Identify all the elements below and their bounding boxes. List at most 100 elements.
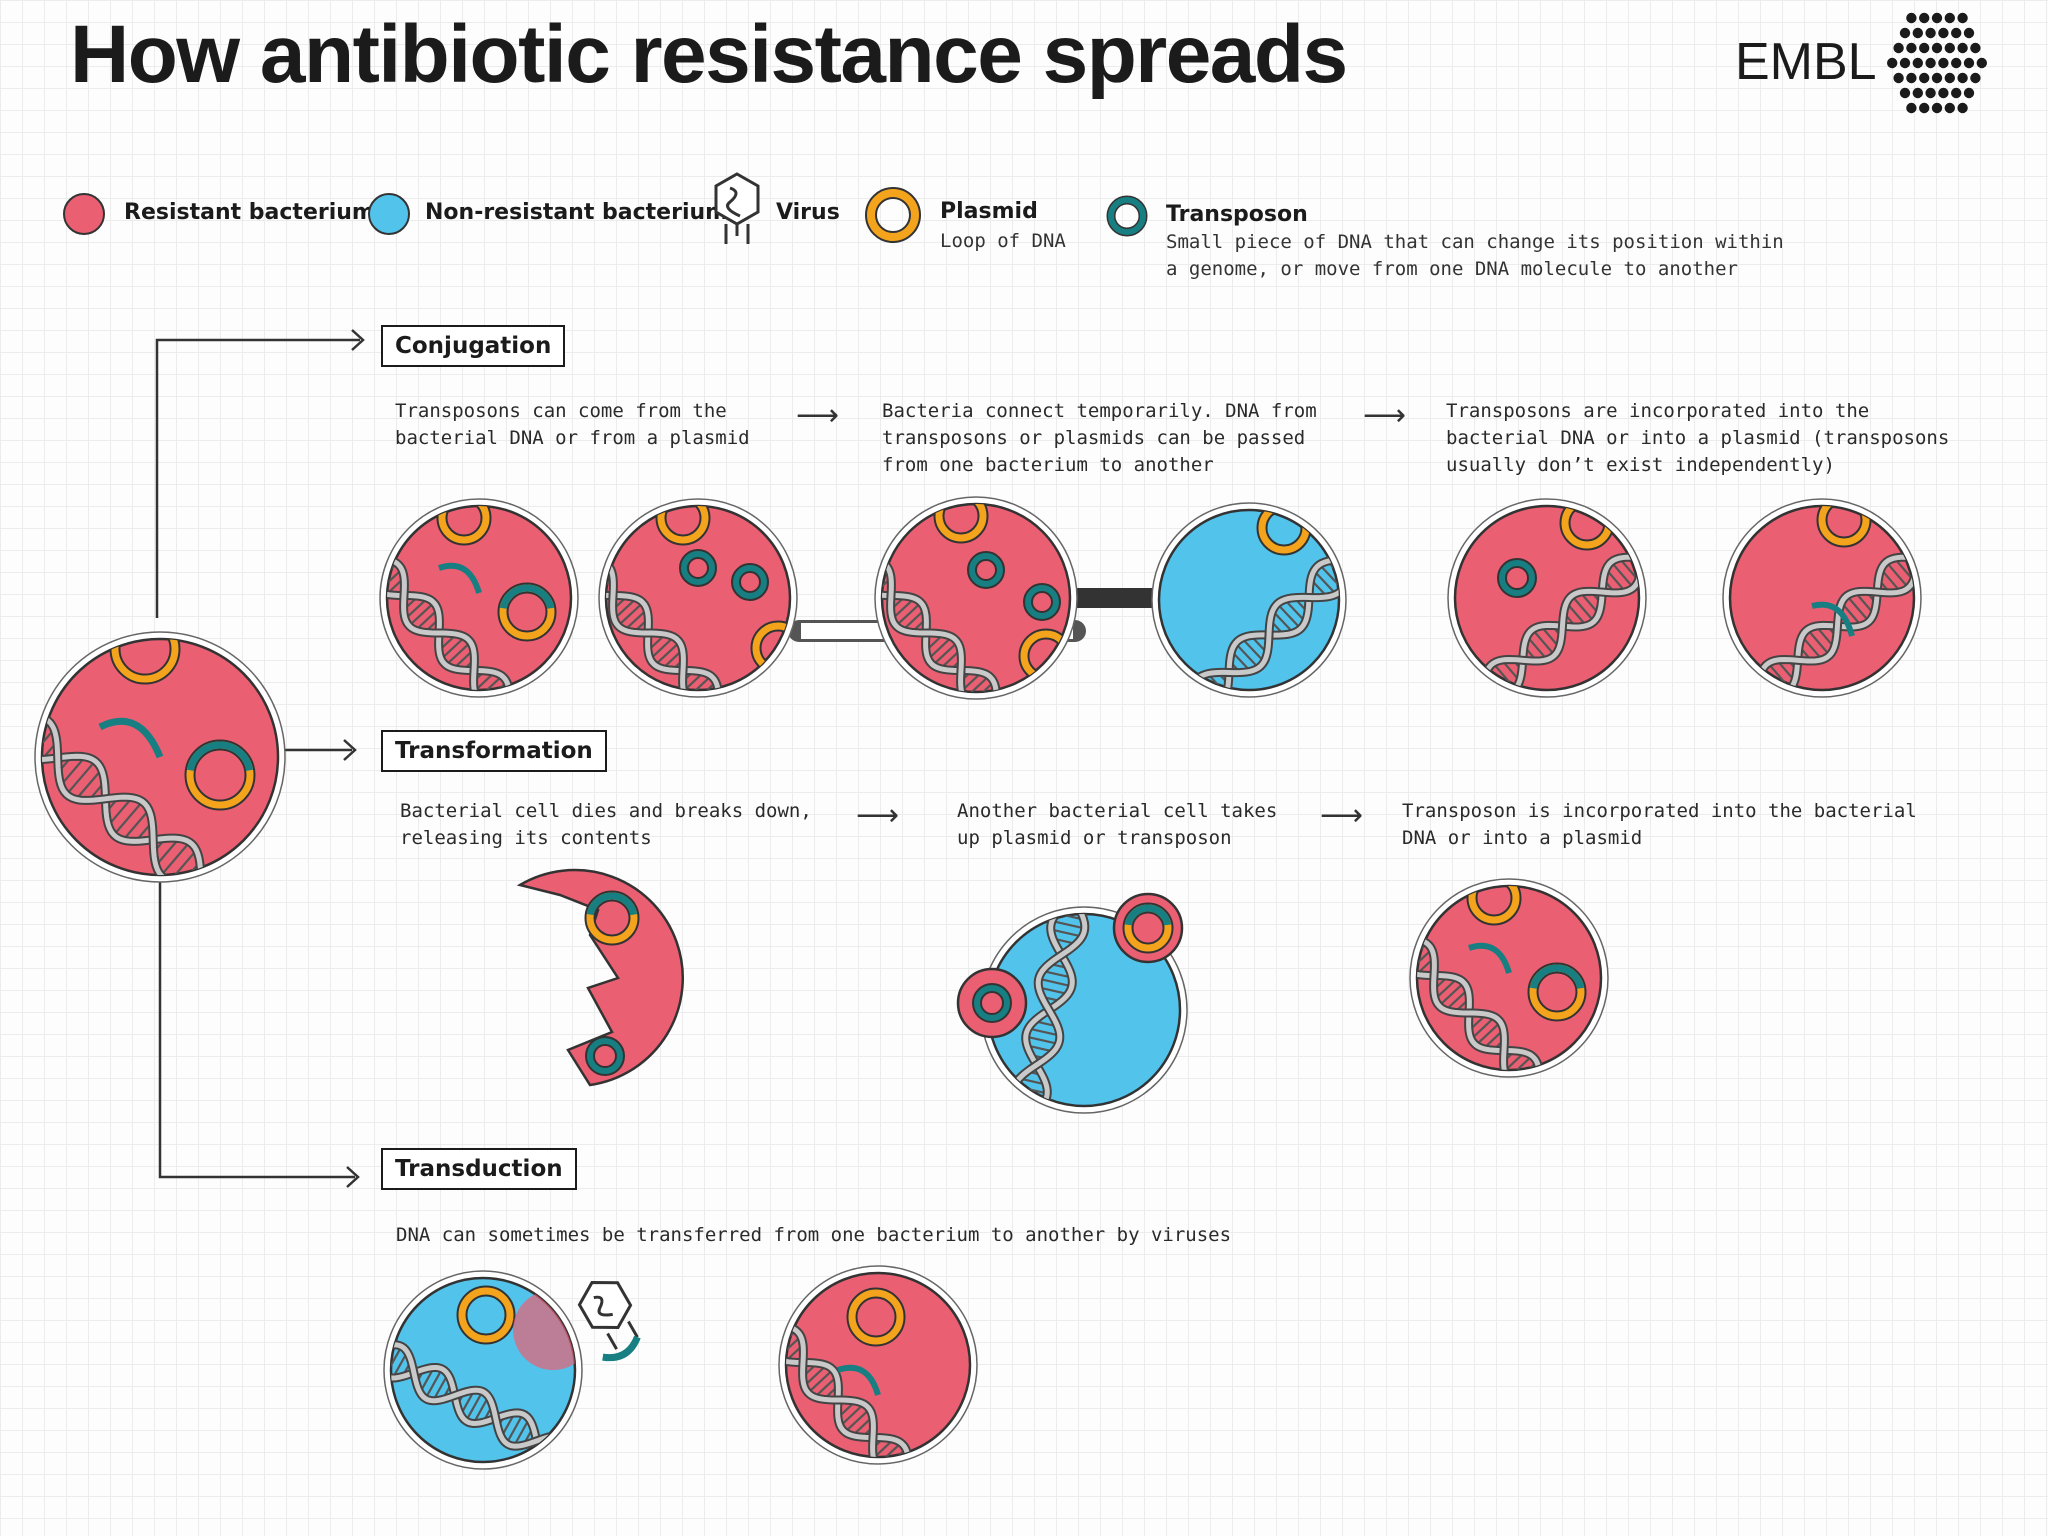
section-transduction: Transduction — [381, 1148, 577, 1190]
dna-rung — [1571, 595, 1595, 623]
dna-rung — [649, 636, 675, 660]
dna-rung — [685, 675, 712, 690]
transposon-segment — [1529, 964, 1585, 990]
dna-rung — [989, 701, 997, 708]
dna-strand — [42, 714, 209, 875]
cell-contents — [856, 504, 1070, 708]
dna-rung — [531, 1071, 542, 1079]
legend-resistant-label: Resistant bacterium — [124, 200, 375, 225]
dna-strand — [391, 1342, 564, 1449]
dna-rung — [1191, 692, 1207, 710]
cell-contents — [768, 1287, 913, 1457]
dna-strand — [520, 877, 552, 1077]
dna-rung — [465, 979, 483, 991]
plasmid — [520, 874, 521, 926]
transformation-dying-cell — [398, 868, 685, 1087]
legend-non-resistant-label: Non-resistant bacterium — [425, 200, 729, 225]
conjugation-step1-line2: bacterial DNA or from a plasmid — [395, 427, 750, 449]
dna-rung — [520, 1042, 536, 1063]
dna-rung — [387, 562, 398, 588]
dna-rung — [445, 641, 472, 666]
plasmid — [1468, 886, 1520, 924]
dna-rung — [432, 929, 441, 936]
dna-rung — [786, 1335, 802, 1360]
conjugation-step2-line1: Bacteria connect temporarily. DNA from — [882, 400, 1317, 422]
dna-rung — [578, 560, 598, 579]
dna-rung — [617, 601, 644, 627]
dna-rung — [113, 800, 144, 836]
legend-plasmid-label: Plasmid — [940, 199, 1038, 224]
plasmid — [657, 506, 709, 544]
transposon-segment — [499, 584, 555, 610]
uptake-bleb-left — [956, 967, 1028, 1039]
dna-strand — [1455, 554, 1639, 690]
cell-contents — [578, 506, 790, 690]
plasmid — [438, 506, 490, 544]
transformation-arrow-1: ⟶ — [856, 798, 900, 833]
dna-rung — [1483, 691, 1486, 694]
dna-rung — [1463, 694, 1480, 714]
dna-rung — [527, 1064, 535, 1071]
dna-rung — [65, 760, 97, 796]
transposon — [969, 553, 1003, 587]
dna-rung — [1531, 628, 1556, 656]
dna-rung — [122, 809, 150, 841]
dna-rung — [768, 1325, 779, 1336]
dna-strand — [520, 877, 538, 1085]
dna-strand — [387, 555, 512, 690]
conjugation-step3-line1: Transposons are incorporated into the — [1446, 400, 1870, 422]
dna-rung — [469, 990, 498, 1011]
transformation-result-cell — [1409, 878, 1609, 1078]
dna-strand — [786, 1322, 911, 1457]
dna-rung — [482, 681, 508, 690]
dna-rung — [1241, 637, 1265, 663]
dna-rung — [856, 560, 876, 579]
dna-rung — [476, 675, 503, 690]
dna-rung — [1189, 702, 1196, 710]
dna-rung — [1801, 635, 1823, 661]
dna-rung — [578, 558, 589, 569]
legend-transposon-sub-line1: Small piece of DNA that can change its p… — [1166, 231, 1784, 253]
dna-rung — [417, 911, 435, 924]
conjugation-cell-2 — [578, 498, 798, 698]
transposon-segment — [837, 1364, 881, 1396]
dna-rung — [424, 1368, 443, 1400]
embl-logo-text: EMBL — [1735, 33, 1877, 91]
dna-rung — [881, 1448, 907, 1457]
dna-rung — [1806, 628, 1831, 656]
dna-rung — [1885, 561, 1910, 589]
conjugation-step3-line2: bacterial DNA or into a plasmid (transpo… — [1446, 427, 1950, 449]
dna-rung — [465, 983, 492, 1002]
plasmid — [458, 1287, 514, 1343]
dna-rung — [369, 558, 380, 569]
conjugation-cell-5 — [1447, 498, 1647, 714]
transposon — [1499, 560, 1535, 596]
embl-hexagon-logo-icon — [1887, 12, 1987, 114]
transformation-step1-line2: releasing its contents — [400, 827, 652, 849]
dna-rung — [447, 955, 469, 970]
legend-transposon-label: Transposon — [1166, 202, 1308, 227]
dna-rung — [75, 768, 103, 801]
dna-rung — [839, 1403, 865, 1427]
dna-rung — [1474, 694, 1482, 704]
conjugation-step2-line3: from one bacterium to another — [882, 454, 1214, 476]
dna-rung — [1846, 595, 1870, 623]
dna-strand — [1730, 554, 1914, 690]
transposon — [1025, 585, 1059, 619]
cell-contents — [42, 639, 256, 875]
dna-rung — [477, 999, 502, 1017]
transduction-step1: DNA can sometimes be transferred from on… — [396, 1224, 1232, 1246]
dna-rung — [1738, 694, 1755, 714]
transformation-step2-line1: Another bacterial cell takes — [957, 800, 1278, 822]
dna-rung — [1758, 691, 1761, 694]
legend-transposon-sub-line2: a genome, or move from one DNA molecule … — [1166, 258, 1738, 280]
dna-rung — [969, 681, 995, 692]
dna-rung — [1042, 969, 1073, 979]
dna-rung — [398, 883, 412, 893]
transposon-segment — [438, 562, 482, 594]
dna-rung — [875, 1442, 902, 1457]
cell-body — [1453, 504, 1641, 692]
section-conjugation: Conjugation — [381, 325, 566, 367]
dna-rung — [1313, 569, 1337, 596]
dna-rung — [438, 945, 467, 965]
